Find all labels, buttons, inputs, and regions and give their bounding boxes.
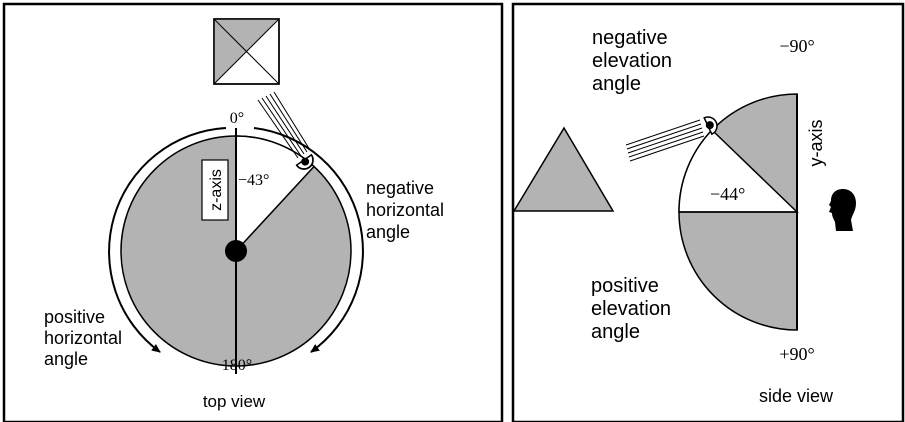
svg-text:z-axis: z-axis bbox=[208, 169, 225, 211]
z-axis-label: z-axis bbox=[202, 160, 228, 220]
top-angle-180-label: 180° bbox=[222, 357, 252, 374]
y-axis-label: y-axis bbox=[806, 119, 826, 166]
side-angle-value-label: −44° bbox=[710, 184, 745, 204]
svg-text:angle: angle bbox=[592, 73, 641, 95]
side-angle-top-label: −90° bbox=[779, 36, 814, 56]
svg-text:negative: negative bbox=[592, 27, 668, 49]
svg-text:elevation: elevation bbox=[591, 298, 671, 320]
top-angle-zero-label: 0° bbox=[230, 110, 244, 127]
top-angle-value-label: −43° bbox=[238, 172, 269, 189]
square-object-icon bbox=[214, 19, 279, 84]
svg-text:angle: angle bbox=[591, 321, 640, 343]
svg-text:negative: negative bbox=[366, 178, 434, 198]
listener-dot bbox=[225, 240, 247, 262]
top-view-caption: top view bbox=[203, 392, 266, 411]
svg-text:positive: positive bbox=[44, 307, 105, 327]
svg-text:positive: positive bbox=[591, 275, 659, 297]
svg-text:horizontal: horizontal bbox=[366, 200, 444, 220]
side-angle-bottom-label: +90° bbox=[779, 344, 814, 364]
svg-text:horizontal: horizontal bbox=[44, 328, 122, 348]
side-view-panel: y-axis −90° +90° −44° negative elevation… bbox=[513, 4, 903, 422]
svg-text:angle: angle bbox=[44, 349, 88, 369]
side-view-caption: side view bbox=[759, 386, 834, 406]
svg-text:elevation: elevation bbox=[592, 50, 672, 72]
top-view-panel: z-axis 0° 180° −43° negative horizontal … bbox=[4, 4, 502, 422]
svg-text:angle: angle bbox=[366, 222, 410, 242]
